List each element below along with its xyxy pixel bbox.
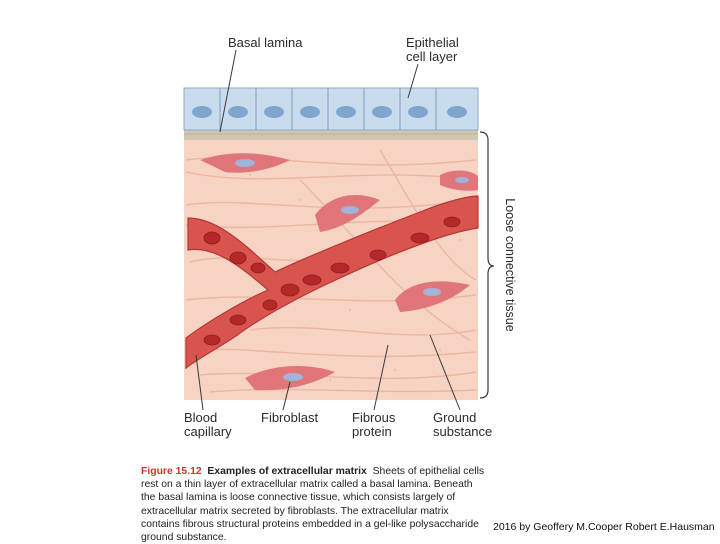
fibroblast-cell	[200, 153, 290, 173]
loose-connective-bracket	[479, 131, 495, 399]
epithelial-cell-layer	[183, 68, 479, 131]
epithelial-label-line1: Epithelial	[406, 35, 459, 50]
ground-substance-label-line2: substance	[433, 424, 493, 439]
fibroblast-cell	[395, 281, 470, 312]
ground-substance	[248, 173, 462, 382]
figure-caption-body: Sheets of epithelial cells rest on a thi…	[141, 466, 485, 544]
fibrous-protein-label-line1: Fibrous	[352, 410, 396, 425]
loose-connective-tissue-label: Loose connective tissue	[503, 198, 517, 332]
blood-capillary	[185, 195, 479, 370]
fibroblast-label: Fibroblast	[261, 410, 319, 425]
figure-number: Figure 15.12	[141, 466, 202, 477]
figure-caption: Figure 15.12 Examples of extracellular m…	[141, 465, 486, 544]
ground-substance-label-line1: Ground	[433, 410, 477, 425]
fibroblast-cell	[440, 170, 478, 191]
figure-title: Examples of extracellular matrix	[207, 466, 367, 477]
red-blood-cells	[203, 216, 461, 346]
label-leader-lines	[195, 49, 461, 411]
fibroblast-cell	[245, 366, 335, 391]
blood-capillary-label-line2: capillary	[184, 424, 232, 439]
credit-line: 2016 by Geoffery M.Cooper Robert E.Hausm…	[493, 521, 715, 533]
basal-lamina-label: Basal lamina	[228, 35, 303, 50]
fibroblast-cell	[315, 195, 380, 232]
epithelial-label-line2: cell layer	[406, 49, 458, 64]
blood-capillary-label-line1: Blood	[184, 410, 218, 425]
fibroblasts	[200, 153, 478, 391]
fibrous-protein-label-line2: protein	[352, 424, 392, 439]
